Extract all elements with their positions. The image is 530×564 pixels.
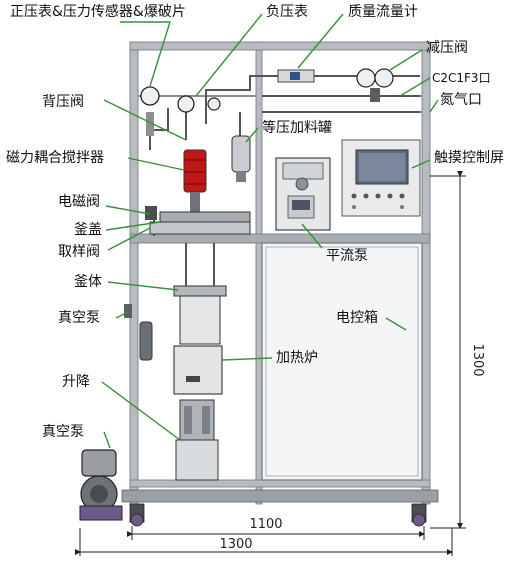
vessel-body <box>173 243 227 345</box>
casters <box>129 503 427 527</box>
label-heating-furnace: 加热炉 <box>276 350 318 366</box>
label-solenoid-valve: 电磁阀 <box>58 194 100 210</box>
label-gas-inlet: C2C1F3口 <box>432 71 491 85</box>
dim-frame-width: 1100 <box>249 517 282 532</box>
label-vacuum-pump-upper: 真空泵 <box>58 310 100 326</box>
label-magnetic-stirrer: 磁力耦合搅拌器 <box>6 150 104 166</box>
label-mass-flowmeter: 质量流量计 <box>348 4 418 20</box>
lift-unit <box>175 399 219 481</box>
vacuum-pump-lower-unit <box>79 449 123 521</box>
label-sampling-valve: 取样阀 <box>58 244 100 260</box>
label-back-pressure-valve: 背压阀 <box>42 94 84 110</box>
label-lift: 升降 <box>62 374 90 390</box>
heating-furnace-unit <box>173 345 223 395</box>
label-hplc-pump: 平流泵 <box>326 248 368 264</box>
label-feed-tank: 等压加料罐 <box>262 120 332 136</box>
label-lid: 釜盖 <box>74 222 102 238</box>
dim-height: 1300 <box>470 343 485 376</box>
control-box-cabinet <box>261 242 423 481</box>
label-gauge-group: 正压表&压力传感器&爆破片 <box>10 4 186 20</box>
label-nitrogen-inlet: 氮气口 <box>440 92 482 108</box>
leader-lines <box>101 13 439 449</box>
label-control-box: 电控箱 <box>336 310 378 326</box>
label-pressure-reducer: 减压阀 <box>426 40 468 56</box>
dimension-lines <box>75 171 466 556</box>
dim-overall-width: 1300 <box>219 537 252 552</box>
label-negative-gauge: 负压表 <box>266 4 308 20</box>
magnetic-stirrer-unit <box>183 149 207 212</box>
pressure-reducer-unit <box>356 68 394 102</box>
gauge-cluster <box>140 86 221 136</box>
label-vacuum-pump-lower: 真空泵 <box>42 424 84 440</box>
hplc-pump-unit <box>275 157 331 231</box>
vacuum-pump-upper-unit <box>124 304 153 361</box>
feed-tank-unit <box>231 135 251 182</box>
label-vessel-body: 釜体 <box>74 274 102 290</box>
mass-flowmeter-unit <box>277 69 315 83</box>
label-touch-screen: 触摸控制屏 <box>434 150 504 166</box>
touch-screen-panel <box>341 139 421 217</box>
vessel-lid <box>145 206 251 235</box>
